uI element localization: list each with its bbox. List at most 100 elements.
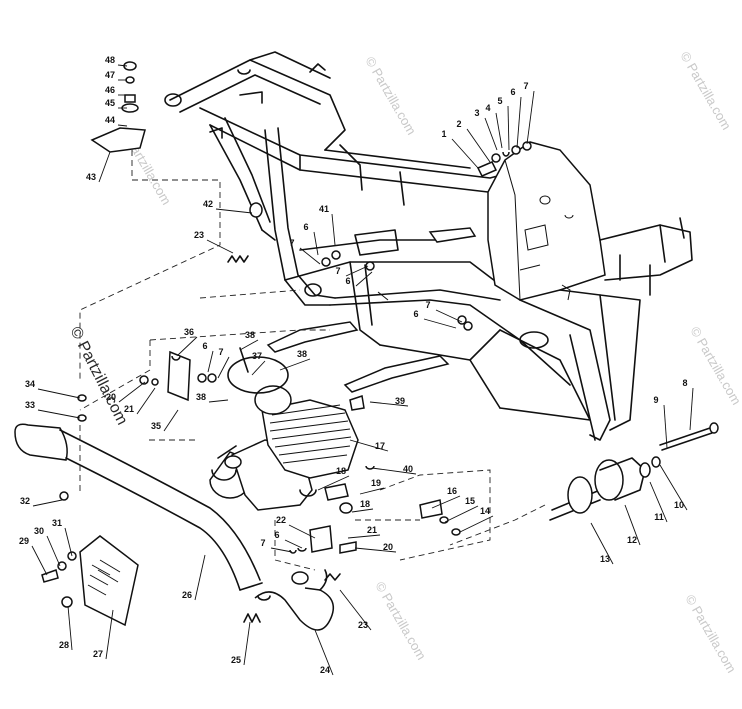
callout-c26: 26 bbox=[182, 590, 192, 600]
leader-line-c17 bbox=[349, 439, 389, 452]
callout-c10: 10 bbox=[674, 500, 684, 510]
callout-c6: 6 bbox=[510, 87, 515, 97]
callout-c35: 35 bbox=[151, 421, 161, 431]
leader-line-c24 bbox=[314, 629, 334, 676]
leader-line-c19 bbox=[359, 487, 385, 495]
callout-c23: 23 bbox=[194, 230, 204, 240]
callout-c39: 39 bbox=[395, 396, 405, 406]
callout-c20b: 20 bbox=[383, 542, 393, 552]
leader-line-c9 bbox=[663, 404, 668, 449]
rear-hub-assembly bbox=[549, 422, 719, 521]
leader-line-c31 bbox=[64, 527, 73, 557]
callout-c31: 31 bbox=[52, 518, 62, 528]
leader-line-c36 bbox=[177, 336, 198, 356]
callout-c27: 27 bbox=[93, 649, 103, 659]
leader-line-c2 bbox=[466, 128, 491, 163]
exhaust-system bbox=[14, 423, 335, 631]
callout-c6a: 6 bbox=[303, 222, 308, 232]
callout-c29: 29 bbox=[19, 536, 29, 546]
leader-line-c23 bbox=[206, 239, 234, 254]
watermark-w2: © Partzilla.com bbox=[677, 49, 734, 132]
callout-c32: 32 bbox=[20, 496, 30, 506]
callout-c7: 7 bbox=[523, 81, 528, 91]
callout-c42: 42 bbox=[203, 199, 213, 209]
watermark-w1: © Partzilla.com bbox=[362, 54, 419, 137]
leader-line-c5 bbox=[507, 105, 510, 151]
callout-c7c: 7 bbox=[425, 300, 430, 310]
watermark-w4: © Partzilla.com bbox=[687, 324, 742, 407]
leader-line-c44 bbox=[117, 124, 128, 127]
leader-line-c30 bbox=[46, 535, 61, 567]
leader-line-c14 bbox=[459, 515, 494, 533]
callout-c5: 5 bbox=[497, 96, 502, 106]
callout-c22: 22 bbox=[276, 515, 286, 525]
leader-line-c29 bbox=[31, 545, 48, 576]
watermark-w5: © Partzilla.com bbox=[372, 579, 429, 662]
callout-c16: 16 bbox=[447, 486, 457, 496]
leader-line-c34 bbox=[37, 388, 81, 399]
callout-c9: 9 bbox=[653, 395, 658, 405]
leader-line-c10 bbox=[659, 464, 688, 511]
callout-c25: 25 bbox=[231, 655, 241, 665]
leader-line-c7c bbox=[435, 309, 463, 323]
callout-c38c: 38 bbox=[196, 392, 206, 402]
callout-c7a: 7 bbox=[289, 238, 294, 248]
callout-c38: 38 bbox=[245, 330, 255, 340]
callout-c48: 48 bbox=[105, 55, 115, 65]
leader-line-c40 bbox=[371, 467, 417, 475]
callout-c14: 14 bbox=[480, 506, 490, 516]
leader-line-c4 bbox=[495, 112, 503, 149]
leader-line-c6a bbox=[313, 231, 319, 256]
callout-c6c: 6 bbox=[413, 309, 418, 319]
leader-line-c23b bbox=[339, 589, 372, 631]
callout-c7b: 7 bbox=[335, 266, 340, 276]
callout-c38b: 38 bbox=[297, 349, 307, 359]
leader-line-c6b bbox=[355, 271, 373, 287]
leader-line-c42 bbox=[215, 208, 253, 214]
leader-line-c6c bbox=[423, 318, 457, 329]
callout-c45: 45 bbox=[105, 98, 115, 108]
leader-line-c27 bbox=[105, 609, 114, 660]
callout-c20: 20 bbox=[106, 392, 116, 402]
leader-line-c33 bbox=[37, 409, 81, 419]
leader-line-c39 bbox=[369, 401, 409, 407]
callout-c21: 21 bbox=[124, 404, 134, 414]
leader-line-c13 bbox=[590, 522, 614, 565]
leader-line-c38b bbox=[279, 358, 311, 371]
callout-c24: 24 bbox=[320, 665, 330, 675]
leader-line-c48 bbox=[117, 64, 128, 67]
callout-c47: 47 bbox=[105, 70, 115, 80]
leader-line-c20b bbox=[354, 547, 397, 553]
leader-line-c18 bbox=[317, 475, 350, 491]
leader-line-c28 bbox=[67, 605, 73, 651]
frame-assembly bbox=[164, 51, 693, 441]
callout-c33: 33 bbox=[25, 400, 35, 410]
leader-line-c20 bbox=[118, 381, 146, 403]
callout-c41: 41 bbox=[319, 204, 329, 214]
callout-c21b: 21 bbox=[367, 525, 377, 535]
callout-c23b: 23 bbox=[358, 620, 368, 630]
callout-c37: 37 bbox=[252, 351, 262, 361]
leader-line-c8 bbox=[689, 387, 694, 431]
callout-c40: 40 bbox=[403, 464, 413, 474]
callout-c6d: 6 bbox=[202, 341, 207, 351]
callout-c11: 11 bbox=[654, 512, 664, 522]
callout-c30: 30 bbox=[34, 526, 44, 536]
leader-line-c41 bbox=[331, 213, 336, 246]
watermark-w6: © Partzilla.com bbox=[682, 592, 739, 675]
leader-line-c7d bbox=[217, 356, 230, 379]
callout-c36: 36 bbox=[184, 327, 194, 337]
leader-line-c7a bbox=[299, 247, 321, 265]
callout-c7e: 7 bbox=[260, 538, 265, 548]
leader-line-c35 bbox=[163, 409, 179, 432]
callout-c18b: 18 bbox=[360, 499, 370, 509]
leader-line-c16 bbox=[431, 495, 461, 509]
callout-c19: 19 bbox=[371, 478, 381, 488]
leader-line-c7e bbox=[270, 547, 293, 553]
leader-line-c15 bbox=[444, 505, 479, 523]
assembly-guide-lines bbox=[79, 150, 546, 571]
callout-c8: 8 bbox=[682, 378, 687, 388]
leader-line-c18b bbox=[351, 508, 374, 513]
